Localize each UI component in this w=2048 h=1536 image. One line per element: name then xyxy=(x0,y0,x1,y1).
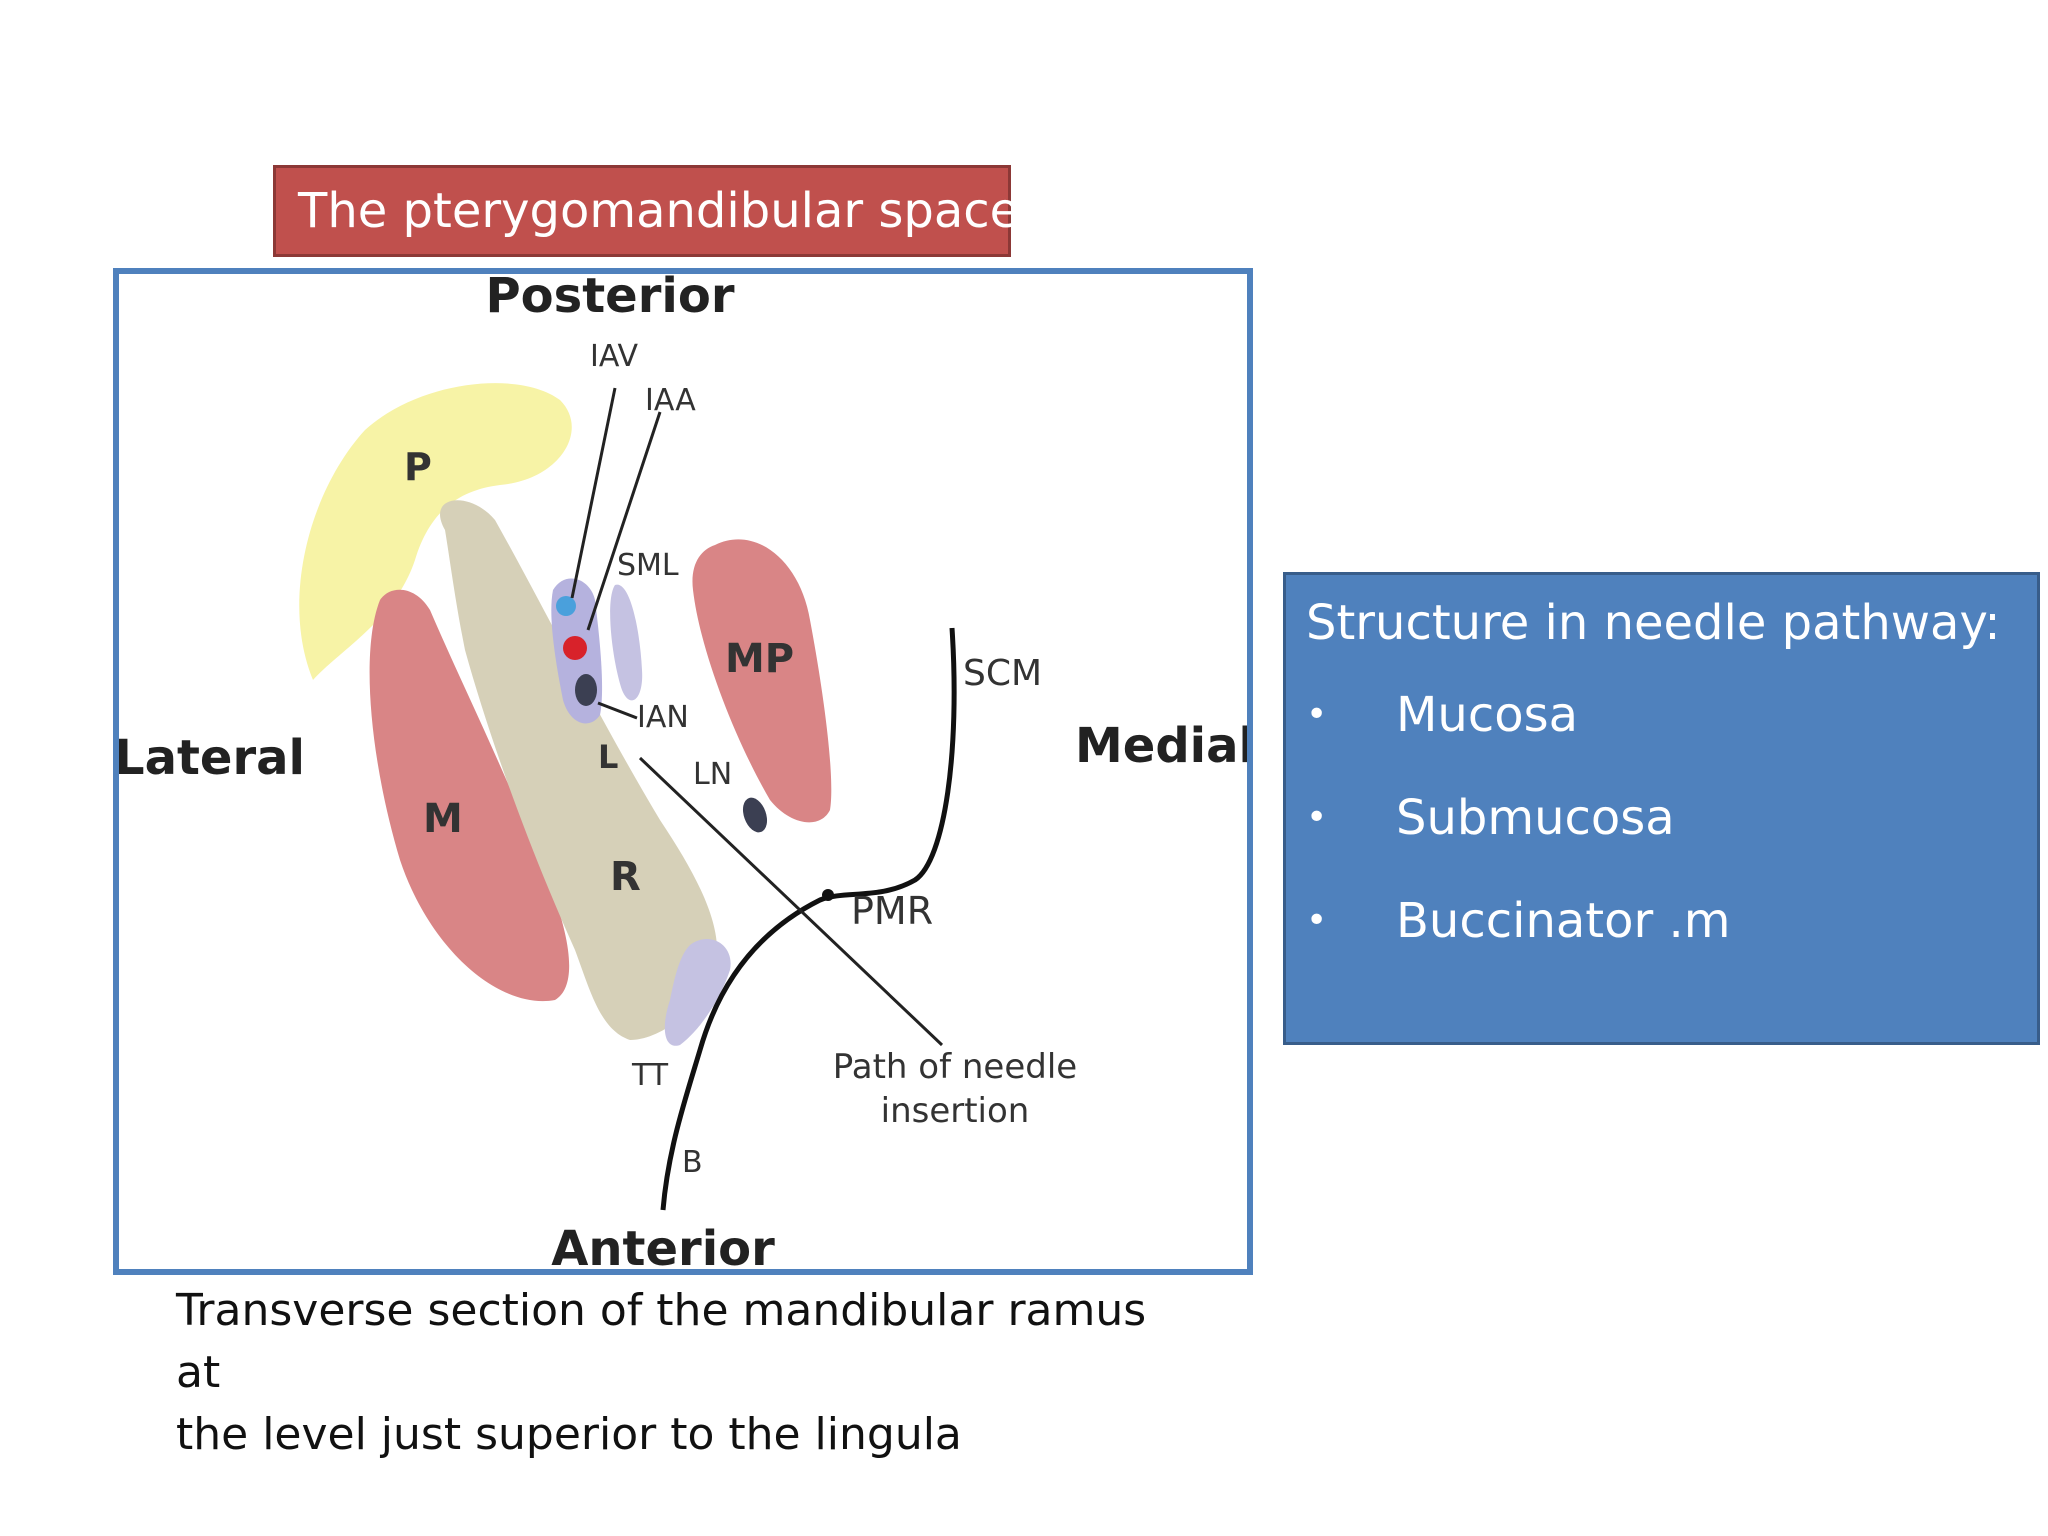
needle-path-label-line2: insertion xyxy=(881,1091,1030,1131)
r-label: R xyxy=(610,854,641,900)
anatomy-diagram: Posterior Anterior Lateral Medial IAV IA… xyxy=(119,274,1247,1269)
l-label: L xyxy=(598,738,618,776)
pmr-label: PMR xyxy=(851,889,933,933)
p-label: P xyxy=(404,445,432,489)
inferior-alveolar-vein-dot xyxy=(556,596,576,616)
ian-leader-line xyxy=(597,701,638,720)
bullet-icon: • xyxy=(1306,797,1328,838)
needle-pathway-heading: Structure in needle pathway: xyxy=(1306,595,2001,651)
parotid-gland-shape xyxy=(299,383,572,680)
slide-title: The pterygomandibular space xyxy=(273,165,1019,257)
needle-pathway-box: Structure in needle pathway: • Mucosa • … xyxy=(1283,572,2040,1045)
bullet-icon: • xyxy=(1306,694,1328,735)
temporal-tendon-shape xyxy=(664,939,731,1046)
sphenomandibular-ligament-shape xyxy=(610,584,643,701)
iaa-label: IAA xyxy=(645,383,696,418)
sml-label: SML xyxy=(617,548,679,583)
medial-pterygoid-shape xyxy=(692,539,832,823)
list-item-text: Buccinator .m xyxy=(1396,893,1731,949)
list-item-text: Mucosa xyxy=(1396,687,1579,743)
bullet-icon: • xyxy=(1306,900,1328,941)
masseter-muscle-shape xyxy=(369,589,570,1002)
b-label: B xyxy=(682,1145,703,1180)
mp-label: MP xyxy=(725,636,794,682)
iaa-leader-line xyxy=(586,411,662,631)
list-item-text: Submucosa xyxy=(1396,790,1675,846)
figure-caption: Transverse section of the mandibular ram… xyxy=(176,1280,1176,1466)
lingual-nerve-dot xyxy=(742,797,768,833)
raphe-point xyxy=(822,889,834,901)
ian-label: IAN xyxy=(637,700,689,735)
medial-label: Medial xyxy=(1075,718,1247,774)
lateral-label: Lateral xyxy=(119,730,305,786)
diagram-frame: Posterior Anterior Lateral Medial IAV IA… xyxy=(113,268,1253,1275)
anterior-label: Anterior xyxy=(551,1221,775,1269)
iav-leader-line xyxy=(570,387,617,599)
raphe-curve xyxy=(660,627,957,1211)
caption-line-1: Transverse section of the mandibular ram… xyxy=(176,1285,1147,1398)
inferior-alveolar-nerve-dot xyxy=(575,674,597,706)
posterior-label: Posterior xyxy=(486,274,735,324)
ramus-shape xyxy=(440,500,718,1041)
inferior-alveolar-artery-dot xyxy=(563,636,587,660)
scm-label: SCM xyxy=(963,653,1042,694)
m-label: M xyxy=(423,796,463,842)
iav-label: IAV xyxy=(590,339,638,374)
tt-label: TT xyxy=(631,1058,669,1093)
needle-path-label-line1: Path of needle xyxy=(833,1047,1077,1087)
caption-line-2: the level just superior to the lingula xyxy=(176,1409,962,1460)
needle-path-line xyxy=(638,756,944,1047)
ln-label: LN xyxy=(693,757,732,792)
